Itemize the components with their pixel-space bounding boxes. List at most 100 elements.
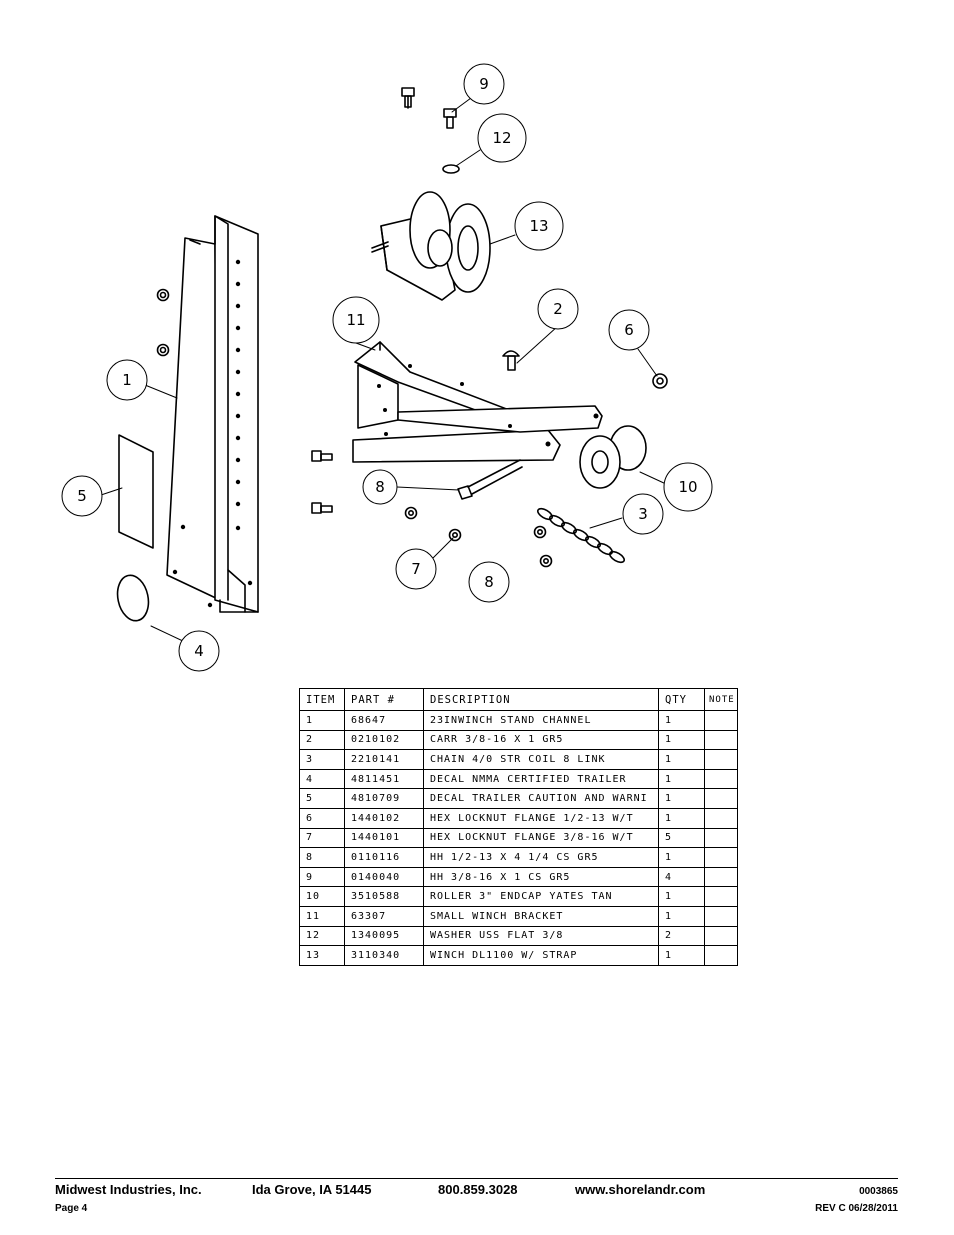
decal-nmma-certified [116, 574, 150, 622]
footer-address: Ida Grove, IA 51445 [252, 1182, 372, 1197]
footer-doc-number: 0003865 [859, 1186, 898, 1197]
svg-text:1: 1 [122, 371, 132, 389]
callout-item-8-b: 8 [468, 561, 510, 603]
cell-qty: 1 [658, 945, 705, 966]
footer-phone: 800.859.3028 [438, 1182, 518, 1197]
callout-item-8: 8 [362, 469, 398, 505]
cell-qty: 1 [658, 807, 705, 829]
cell-note [704, 710, 738, 731]
cell-description: WASHER USS FLAT 3/8 [423, 925, 659, 947]
cell-item: 9 [299, 866, 345, 888]
hex-bolts-top [401, 87, 457, 129]
cell-item: 10 [299, 886, 345, 907]
callout-item-6: 6 [608, 309, 650, 351]
callout-item-3: 3 [622, 493, 664, 535]
cell-note [704, 866, 738, 888]
cell-description: HEX LOCKNUT FLANGE 3/8-16 W/T [423, 827, 659, 849]
cell-description: DECAL NMMA CERTIFIED TRAILER [423, 768, 659, 790]
footer-divider [55, 1178, 898, 1179]
footer-company: Midwest Industries, Inc. [55, 1182, 202, 1197]
cell-qty: 5 [658, 827, 705, 849]
cell-part: 3110340 [344, 945, 424, 966]
cell-qty: 1 [658, 905, 705, 927]
cell-part: 4811451 [344, 768, 424, 790]
cell-description: SMALL WINCH BRACKET [423, 905, 659, 927]
cell-description: HH 3/8-16 X 1 CS GR5 [423, 866, 659, 888]
cell-note [704, 905, 738, 927]
cell-part: 2210141 [344, 749, 424, 770]
cell-note [704, 788, 738, 809]
washer-flat [442, 164, 460, 174]
small-winch-bracket [352, 341, 603, 463]
callout-item-10: 10 [663, 462, 713, 512]
locknut-flange-half [652, 373, 668, 389]
cell-part: 1340095 [344, 925, 424, 947]
cell-qty: 1 [658, 749, 705, 770]
cell-item: 5 [299, 788, 345, 809]
cell-item: 12 [299, 925, 345, 947]
cell-qty: 1 [658, 729, 705, 751]
svg-text:3: 3 [638, 505, 648, 523]
cell-note [704, 827, 738, 849]
svg-text:12: 12 [492, 129, 511, 147]
cell-note [704, 945, 738, 966]
cell-part: 0210102 [344, 729, 424, 751]
carriage-bolt [502, 350, 520, 371]
callout-item-11: 11 [332, 296, 380, 344]
column-header-item: ITEM [299, 688, 345, 711]
cell-part: 1440101 [344, 827, 424, 849]
callout-item-13: 13 [514, 201, 564, 251]
roller-endcap [579, 425, 647, 489]
cell-item: 1 [299, 710, 345, 731]
svg-text:13: 13 [529, 217, 548, 235]
svg-text:7: 7 [411, 560, 421, 578]
locknuts-small [404, 506, 553, 568]
decal-trailer-caution [118, 434, 154, 549]
cell-part: 0140040 [344, 866, 424, 888]
cell-item: 2 [299, 729, 345, 751]
callout-item-7: 7 [395, 548, 437, 590]
cell-item: 13 [299, 945, 345, 966]
callout-item-2: 2 [537, 288, 579, 330]
cell-qty: 2 [658, 925, 705, 947]
svg-text:11: 11 [346, 311, 365, 329]
cell-item: 8 [299, 847, 345, 868]
callout-item-12: 12 [477, 113, 527, 163]
column-header-description: DESCRIPTION [423, 688, 659, 711]
cell-qty: 4 [658, 866, 705, 888]
cell-qty: 1 [658, 788, 705, 809]
cell-note [704, 886, 738, 907]
cell-description: HH 1/2-13 X 4 1/4 CS GR5 [423, 847, 659, 868]
cell-part: 4810709 [344, 788, 424, 809]
cell-item: 6 [299, 807, 345, 829]
cell-qty: 1 [658, 886, 705, 907]
svg-text:10: 10 [678, 478, 697, 496]
table-header-row: ITEM PART # DESCRIPTION QTY NOTE [299, 688, 738, 711]
callout-item-9: 9 [463, 63, 505, 105]
footer-website[interactable]: www.shorelandr.com [575, 1182, 706, 1197]
cell-qty: 1 [658, 710, 705, 731]
locknut-left [156, 288, 170, 357]
chain-coil [536, 507, 626, 564]
cell-part: 3510588 [344, 886, 424, 907]
winch-dl1100 [371, 191, 491, 301]
leader-lines [100, 97, 667, 643]
footer-page-number: Page 4 [55, 1203, 88, 1214]
cell-qty: 1 [658, 768, 705, 790]
callout-item-4: 4 [178, 630, 220, 672]
cell-item: 3 [299, 749, 345, 770]
cell-note [704, 925, 738, 947]
cell-item: 11 [299, 905, 345, 927]
cell-description: ROLLER 3" ENDCAP YATES TAN [423, 886, 659, 907]
winch-stand-channel [166, 215, 259, 613]
cell-item: 7 [299, 827, 345, 849]
cell-description: HEX LOCKNUT FLANGE 1/2-13 W/T [423, 807, 659, 829]
